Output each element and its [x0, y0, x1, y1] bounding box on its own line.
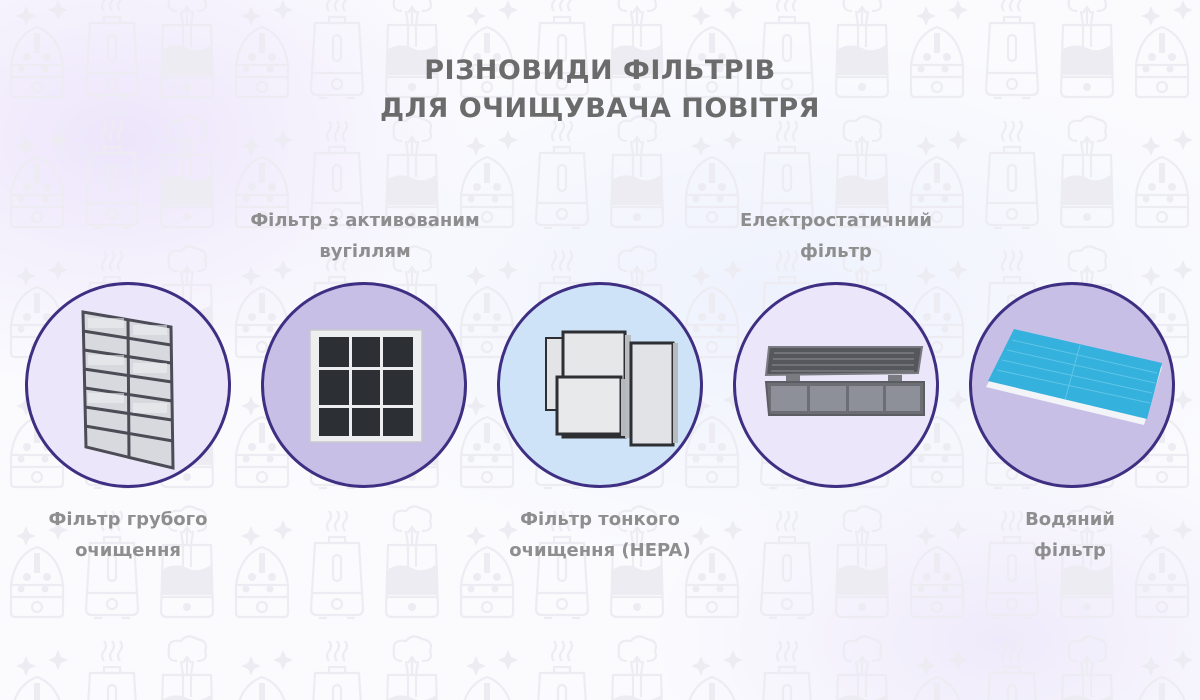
filter-label-coarse: Фільтр грубого очищення	[48, 509, 208, 561]
filter-circle-coarse	[25, 282, 231, 488]
page-title-line-1: РІЗНОВИДИ ФІЛЬТРІВ	[424, 55, 776, 86]
filter-circle-water	[969, 282, 1175, 488]
water-filter-image	[986, 329, 1162, 425]
page-title: РІЗНОВИДИ ФІЛЬТРІВ ДЛЯ ОЧИЩУВАЧА ПОВІТРЯ	[0, 52, 1200, 128]
filter-circle-electrostatic	[733, 282, 939, 488]
filter-circle-carbon	[261, 282, 467, 488]
coarse-mesh-filter-image	[81, 310, 175, 470]
filter-label-carbon: Фільтр з активованим вугіллям	[250, 210, 480, 262]
page-title-line-2: ДЛЯ ОЧИЩУВАЧА ПОВІТРЯ	[380, 93, 820, 124]
activated-carbon-filter-image	[309, 329, 423, 443]
electrostatic-filter-image	[764, 346, 925, 416]
filter-label-electrostatic: Електростатичний фільтр	[740, 210, 932, 262]
hepa-filter-image	[545, 330, 678, 447]
filter-label-water: Водяний фільтр	[1025, 509, 1115, 561]
filter-circle-hepa	[497, 282, 703, 488]
filter-label-hepa: Фільтр тонкого очищення (HEPA)	[509, 509, 691, 561]
